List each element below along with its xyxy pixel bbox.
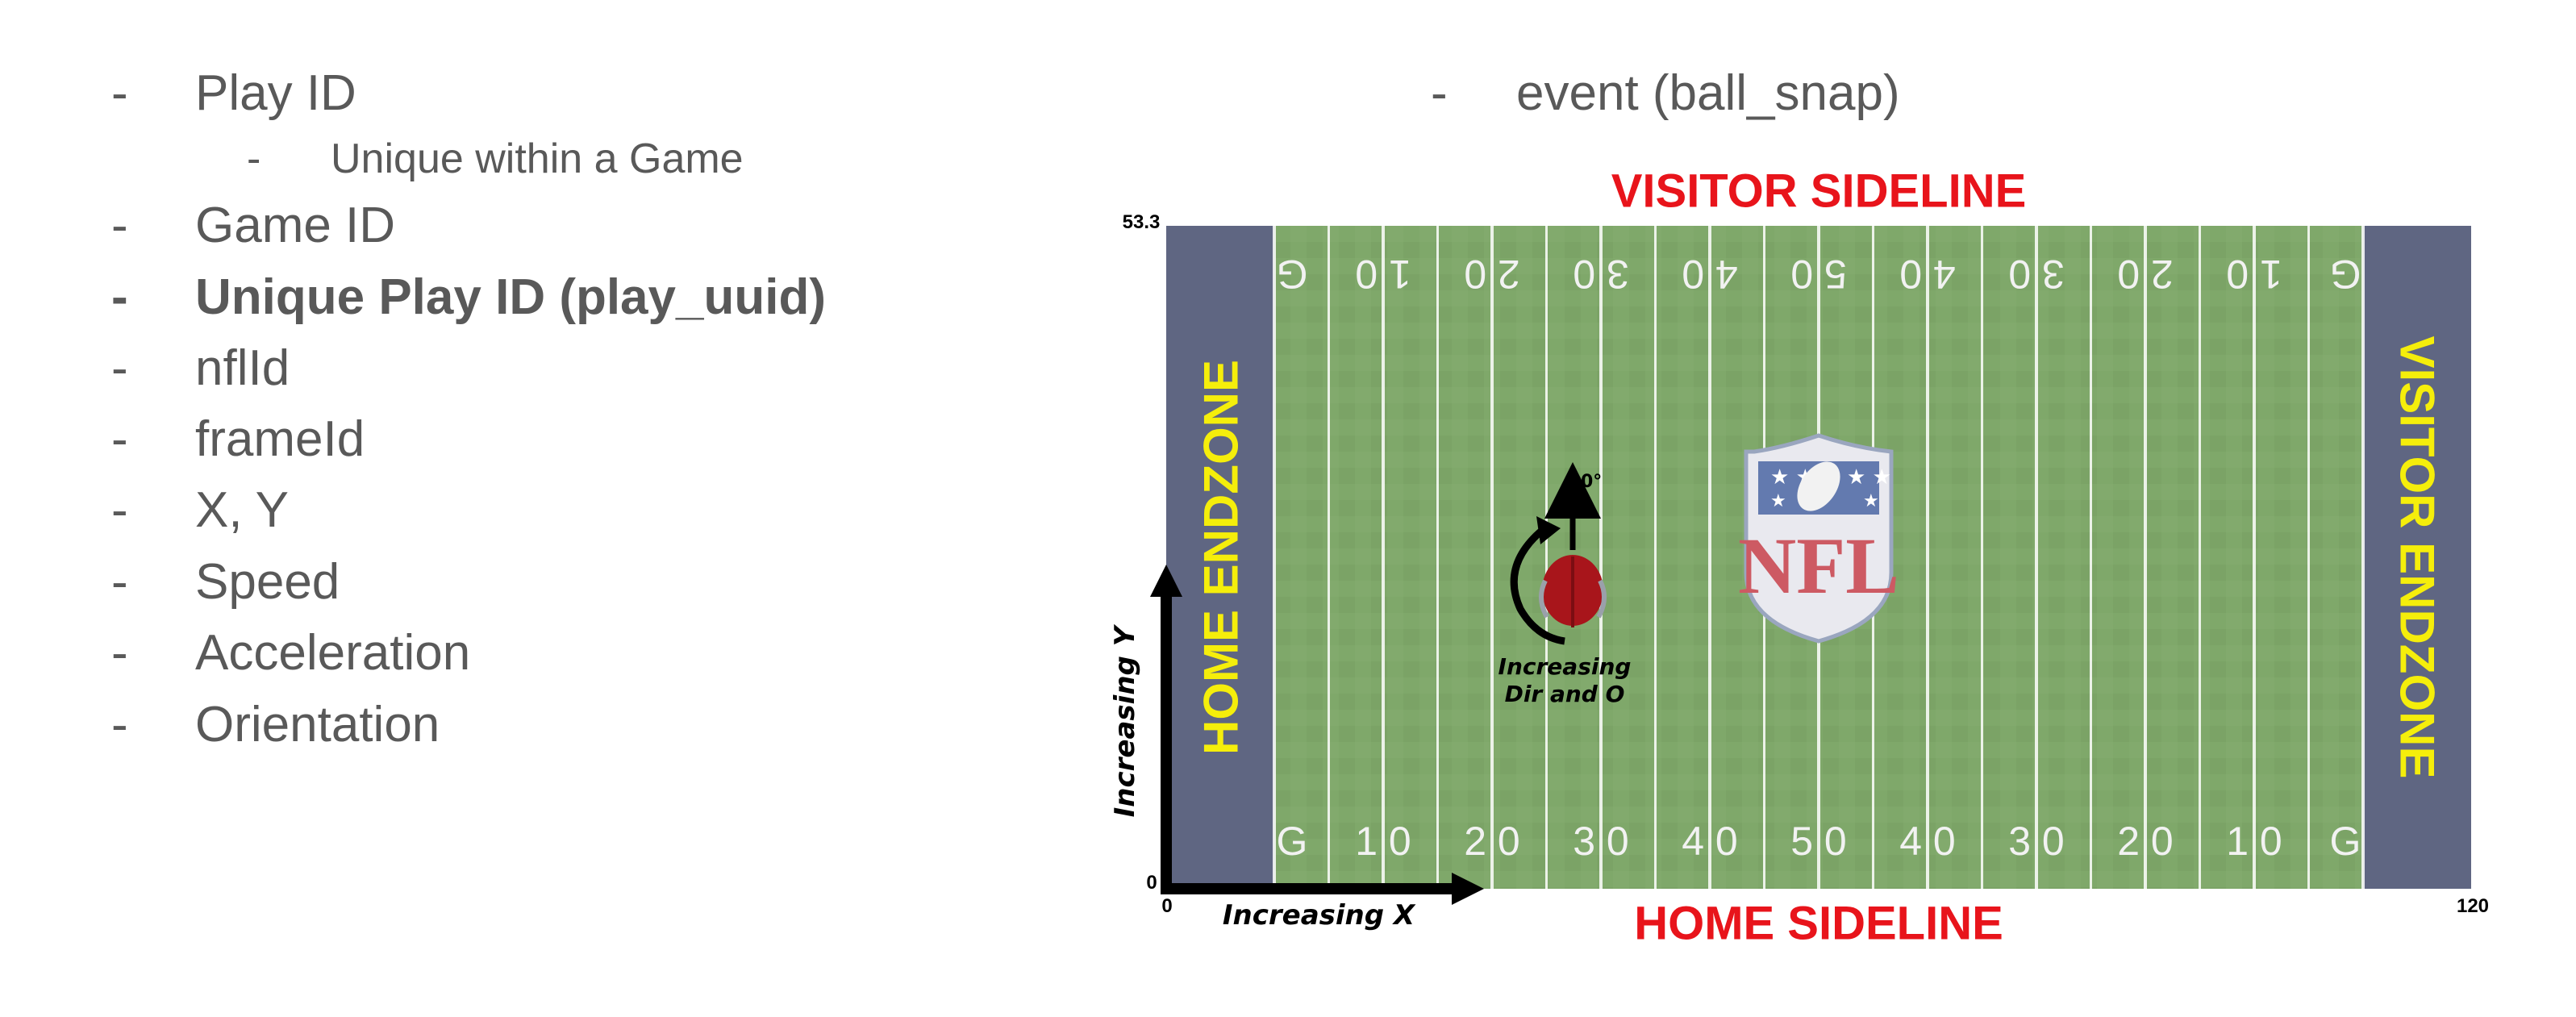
- bullet-dash: -: [247, 135, 261, 182]
- visitor-endzone-area: [2363, 226, 2471, 889]
- yard-number-bottom: G: [2330, 819, 2361, 864]
- bullet-text: Play ID: [195, 65, 356, 121]
- svg-text:★: ★: [1863, 491, 1879, 511]
- yard-number-top: 3 0: [2008, 252, 2065, 297]
- rotation-label-line2: Dir and O: [1505, 681, 1625, 707]
- bullet-dash: -: [111, 625, 128, 681]
- yard-number-top: 4 0: [1682, 252, 1738, 297]
- x-min-label: 0: [1161, 895, 1172, 917]
- yard-number-top: 2 0: [2117, 252, 2174, 297]
- bullet-text: frameId: [195, 411, 365, 467]
- home-endzone-label: HOME ENDZONE: [1194, 360, 1248, 755]
- player-helmet-icon: [1539, 555, 1607, 627]
- yard-number-bottom: 5 0: [1790, 819, 1847, 864]
- x-axis-arrowhead-icon: [1452, 873, 1484, 905]
- bullet-text: Unique within a Game: [331, 135, 744, 182]
- bullet-dash: -: [111, 482, 128, 538]
- bullet-text: Speed: [195, 554, 340, 610]
- yard-number-top: G: [2330, 252, 2361, 297]
- yard-number-bottom: 1 0: [2226, 819, 2282, 864]
- bullet-dash: -: [111, 269, 128, 325]
- yard-number-top: 2 0: [1464, 252, 1520, 297]
- yard-number-top: 4 0: [1899, 252, 1956, 297]
- yard-numbers-bottom: G 1 0 2 0 3 0 4 0 5 0 4 0 3 0 2 0 1 0 G: [1277, 819, 2361, 864]
- bullet-dash: -: [111, 697, 128, 752]
- svg-text:★ ★: ★ ★: [1847, 465, 1891, 490]
- yard-number-bottom: 2 0: [1464, 819, 1520, 864]
- yard-numbers-top: G 1 0 2 0 3 0 4 0 5 0 4 0 3 0 2 0 1 0 G: [1277, 252, 2361, 297]
- home-sideline-label: HOME SIDELINE: [1634, 898, 2003, 950]
- bullet-dash: -: [111, 65, 128, 121]
- bullet-dash: -: [111, 411, 128, 467]
- bullet-dash: -: [1431, 65, 1448, 121]
- bullet-dash: -: [111, 554, 128, 610]
- visitor-sideline-label: VISITOR SIDELINE: [1611, 165, 2027, 218]
- home-endzone-area: [1166, 226, 1274, 889]
- rotation-arrowhead-icon: [1536, 516, 1561, 544]
- yard-number-bottom: 4 0: [1899, 819, 1956, 864]
- yard-number-bottom: 3 0: [2008, 819, 2065, 864]
- y-axis-label: Increasing Y: [1109, 623, 1141, 817]
- bullet-text: Acceleration: [195, 625, 471, 681]
- x-max-label: 120: [2457, 895, 2489, 917]
- bullet-text: nflId: [195, 340, 290, 396]
- svg-text:★: ★: [1770, 491, 1786, 511]
- visitor-endzone-label: VISITOR ENDZONE: [2391, 336, 2445, 779]
- bullet-text: Unique Play ID (play_uuid): [195, 269, 826, 325]
- yard-lines: [1273, 226, 2365, 889]
- nfl-logo-text: NFL: [1738, 521, 1899, 611]
- yard-number-top: 1 0: [1355, 252, 1411, 297]
- angle-label: 0°: [1581, 472, 1602, 492]
- yard-number-bottom: 1 0: [1355, 819, 1411, 864]
- y-min-label: 0: [1146, 872, 1157, 894]
- bullet-text: Game ID: [195, 198, 396, 253]
- x-axis-label: Increasing X: [1223, 899, 1416, 932]
- nfl-shield-icon: ★ ★ ★ ★ ★ ★ NFL: [1738, 433, 1899, 644]
- yard-number-bottom: 2 0: [2117, 819, 2174, 864]
- yard-number-bottom: 4 0: [1682, 819, 1738, 864]
- yard-number-bottom: 3 0: [1573, 819, 1629, 864]
- y-axis-arrowhead-icon: [1150, 565, 1182, 597]
- yard-number-top: 1 0: [2226, 252, 2282, 297]
- bullet-dash: -: [111, 340, 128, 396]
- yard-number-top: 3 0: [1573, 252, 1629, 297]
- bullet-text: Orientation: [195, 697, 440, 752]
- bullet-text: event (ball_snap): [1516, 65, 1900, 121]
- yard-number-top: G: [1277, 252, 1308, 297]
- rotation-label-line1: Increasing: [1498, 653, 1632, 680]
- bullet-dash: -: [111, 198, 128, 253]
- rotation-arrow-icon: [1510, 525, 1565, 645]
- yard-number-bottom: G: [1277, 819, 1308, 864]
- yard-number-top: 5 0: [1790, 252, 1847, 297]
- y-max-label: 53.3: [1123, 211, 1161, 233]
- bullet-text: X, Y: [195, 482, 290, 538]
